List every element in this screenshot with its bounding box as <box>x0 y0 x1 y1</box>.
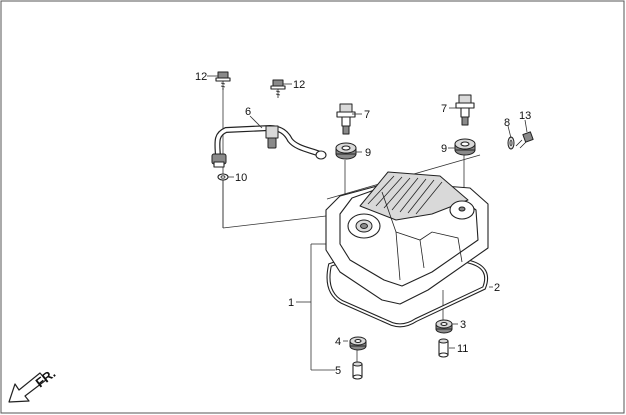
dowel-pin-5[interactable] <box>352 361 363 380</box>
callout-13: 13 <box>519 110 531 122</box>
callout-7-left: 7 <box>364 109 370 121</box>
grommet-4[interactable] <box>349 336 367 351</box>
cylinder-head-cover-1[interactable] <box>325 171 489 305</box>
callout-6: 6 <box>245 106 251 118</box>
bolt-12-right[interactable] <box>270 79 286 98</box>
grommet-9-right[interactable] <box>454 138 476 156</box>
callout-12-left: 12 <box>195 71 207 83</box>
bolt-13[interactable] <box>515 131 534 149</box>
front-arrow-icon <box>8 372 47 403</box>
washer-10[interactable] <box>217 173 229 181</box>
callout-10: 10 <box>235 172 247 184</box>
callout-8: 8 <box>504 117 510 129</box>
callout-1: 1 <box>288 297 294 309</box>
grommet-3[interactable] <box>435 319 453 334</box>
grommet-9-left[interactable] <box>335 142 357 160</box>
cover-gasket-2[interactable] <box>326 238 489 328</box>
callout-9-right: 9 <box>441 143 447 155</box>
bolt-7-right[interactable] <box>455 94 475 126</box>
callout-2: 2 <box>494 282 500 294</box>
callout-12-right: 12 <box>293 79 305 91</box>
callout-7-right: 7 <box>441 103 447 115</box>
dowel-pin-11[interactable] <box>438 338 449 358</box>
bolt-12-left[interactable] <box>215 71 231 90</box>
washer-8[interactable] <box>507 136 515 150</box>
callout-5: 5 <box>335 365 341 377</box>
callout-4: 4 <box>335 336 341 348</box>
callout-11: 11 <box>457 343 468 355</box>
front-direction-indicator: FR. <box>8 366 58 403</box>
callout-3: 3 <box>460 319 466 331</box>
bolt-7-left[interactable] <box>336 103 356 135</box>
callout-9-left: 9 <box>365 147 371 159</box>
callout-leaders <box>207 75 528 349</box>
breather-pipe-6[interactable] <box>211 124 327 168</box>
